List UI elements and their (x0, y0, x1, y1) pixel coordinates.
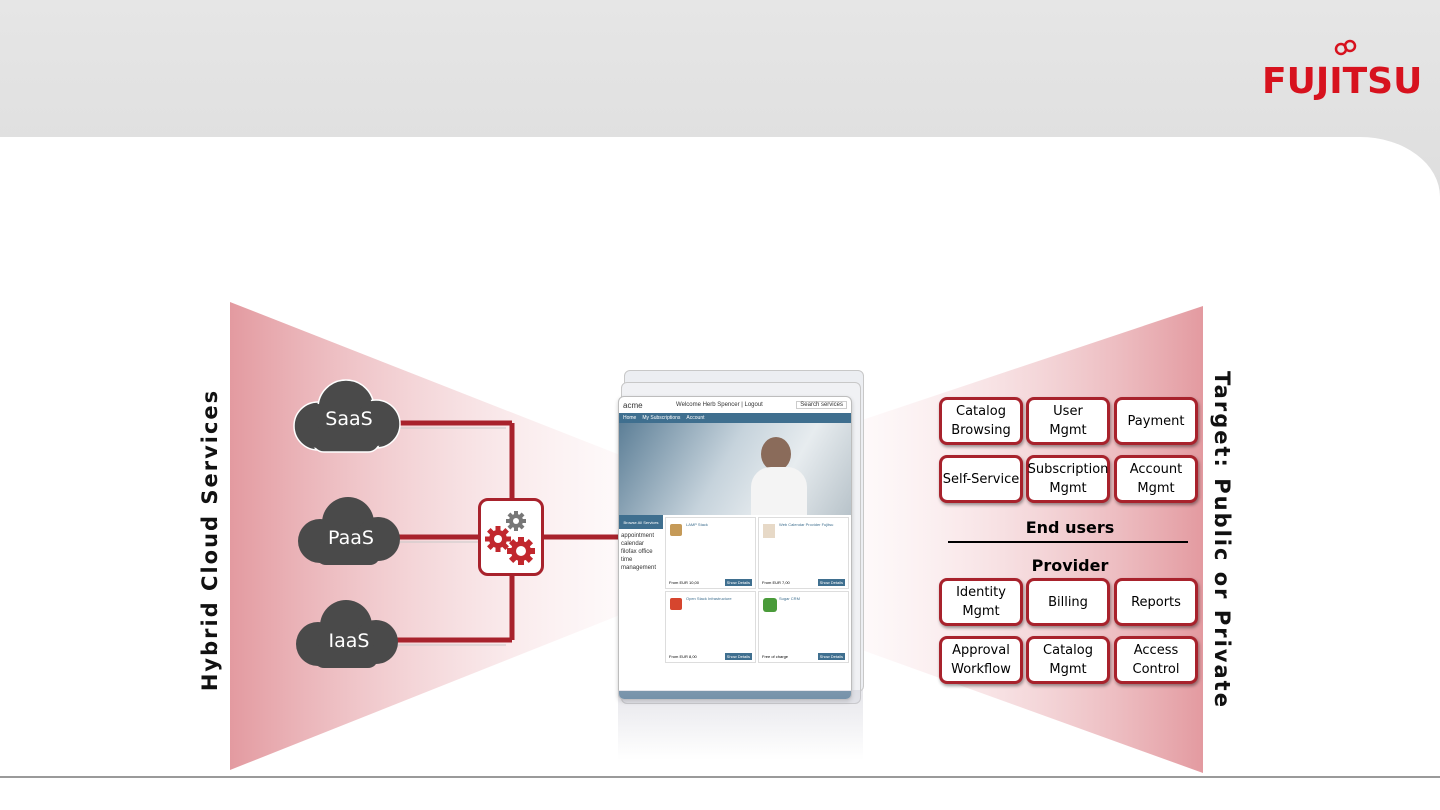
cloud-icon (298, 497, 400, 565)
nav-account[interactable]: Account (686, 415, 705, 421)
box-identity-mgmt: Identity Mgmt (939, 578, 1023, 626)
box-catalog-mgmt: Catalog Mgmt (1026, 636, 1110, 684)
service-price: From EUR 7,00 (762, 580, 790, 585)
cloud-label: SaaS (325, 408, 373, 430)
box-self-service: Self-Service (939, 455, 1023, 503)
box-reports: Reports (1114, 578, 1198, 626)
service-card[interactable]: Open Stack Infrastructure From EUR 8,00 … (665, 591, 756, 663)
gears-icon (478, 498, 544, 576)
service-name: LAMP Stack (686, 522, 708, 527)
service-name: Sugar CRM (779, 596, 800, 601)
service-price: From EUR 10,00 (669, 580, 700, 585)
box-access-control: Access Control (1114, 636, 1198, 684)
nav-subscriptions[interactable]: My Subscriptions (642, 415, 681, 421)
welcome-text: Welcome Herb Spencer | Logout (676, 402, 763, 408)
show-details-button[interactable]: Show Details (817, 653, 845, 660)
marketplace-screenshot: acme Welcome Herb Spencer | Logout Searc… (618, 370, 864, 704)
box-account-mgmt: Account Mgmt (1114, 455, 1198, 503)
content-area (0, 137, 1440, 247)
service-name: Web Calendar Provider Fujitsu (779, 522, 834, 527)
cloud-iaas: IaaS (288, 596, 408, 676)
connector-lines (396, 420, 622, 643)
provider-label: Provider (1031, 556, 1109, 575)
show-details-button[interactable]: Show Details (724, 579, 752, 586)
logo-text: FUJITSU (1262, 61, 1422, 102)
nav-home[interactable]: Home (623, 415, 637, 421)
sidebar-title: Browse All Services (619, 515, 663, 529)
box-catalog-browsing: Catalog Browsing (939, 397, 1023, 445)
target-title: Target: Public or Private (1210, 371, 1234, 709)
box-payment: Payment (1114, 397, 1198, 445)
fujitsu-logo: FUJITSU (1262, 38, 1422, 108)
show-details-button[interactable]: Show Details (724, 653, 752, 660)
cloud-label: PaaS (328, 527, 374, 549)
box-subscription-mgmt: Subscription Mgmt (1026, 455, 1110, 503)
box-user-mgmt: User Mgmt (1026, 397, 1110, 445)
show-details-button[interactable]: Show Details (817, 579, 845, 586)
cloud-paas: PaaS (290, 493, 410, 573)
service-card[interactable]: Web Calendar Provider Fujitsu From EUR 7… (758, 517, 849, 589)
service-name: Open Stack Infrastructure (686, 596, 732, 601)
hero-banner (619, 423, 851, 515)
box-approval-workflow: Approval Workflow (939, 636, 1023, 684)
cloud-saas: SaaS (288, 378, 408, 458)
end-users-label: End users (1025, 518, 1115, 537)
cloud-icon (293, 379, 401, 453)
screenshot-reflection (618, 690, 863, 760)
service-price: From EUR 8,00 (669, 654, 697, 659)
tag-cloud: appointment calendar filofax office time… (621, 533, 657, 571)
cloud-label: IaaS (328, 630, 370, 652)
footer-line (0, 776, 1440, 778)
service-price: Free of charge (762, 654, 789, 659)
section-divider (948, 541, 1188, 543)
acme-logo: acme (623, 400, 643, 410)
box-billing: Billing (1026, 578, 1110, 626)
cloud-icon (296, 600, 398, 668)
search-box[interactable]: Search services (796, 401, 847, 409)
service-card[interactable]: Sugar CRM Free of charge Show Details (758, 591, 849, 663)
service-card[interactable]: LAMP Stack From EUR 10,00 Show Details (665, 517, 756, 589)
hybrid-cloud-title: Hybrid Cloud Services (198, 388, 222, 692)
